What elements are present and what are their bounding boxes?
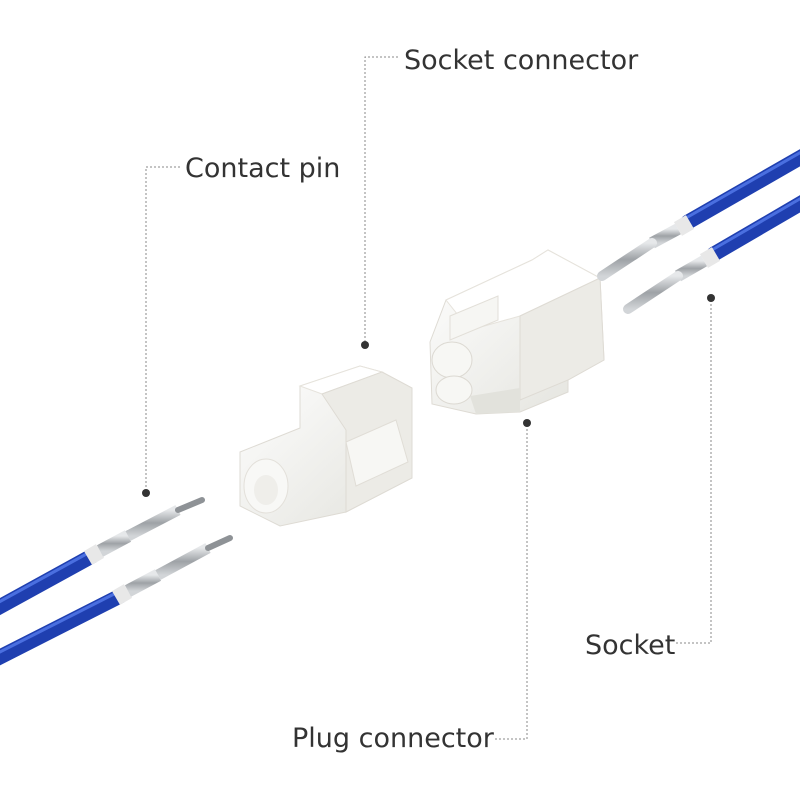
contact-pin-wires xyxy=(0,497,233,666)
socket-connector-housing xyxy=(239,365,413,527)
leader-socket-connector xyxy=(364,56,398,345)
label-contact-pin: Contact pin xyxy=(185,153,341,184)
dot-plug-connector xyxy=(523,419,531,427)
dot-contact-pin xyxy=(142,489,150,497)
plug-connector-housing xyxy=(429,249,605,415)
socket-wire-upper xyxy=(597,149,800,281)
dot-socket-connector xyxy=(361,341,369,349)
label-socket-connector: Socket connector xyxy=(404,45,639,76)
dot-socket xyxy=(707,294,715,302)
socket-wires xyxy=(597,149,800,314)
leader-socket xyxy=(676,298,712,644)
leader-contact-pin xyxy=(145,166,180,493)
contact-pin-wire-upper xyxy=(0,497,205,616)
label-socket: Socket xyxy=(585,630,676,661)
leader-lines xyxy=(145,56,712,740)
socket-wire-lower xyxy=(623,195,800,314)
leader-plug-connector xyxy=(495,423,528,740)
label-plug-connector: Plug connector xyxy=(292,723,494,754)
contact-pin-wire-lower xyxy=(0,535,233,666)
leader-dots xyxy=(142,294,715,497)
